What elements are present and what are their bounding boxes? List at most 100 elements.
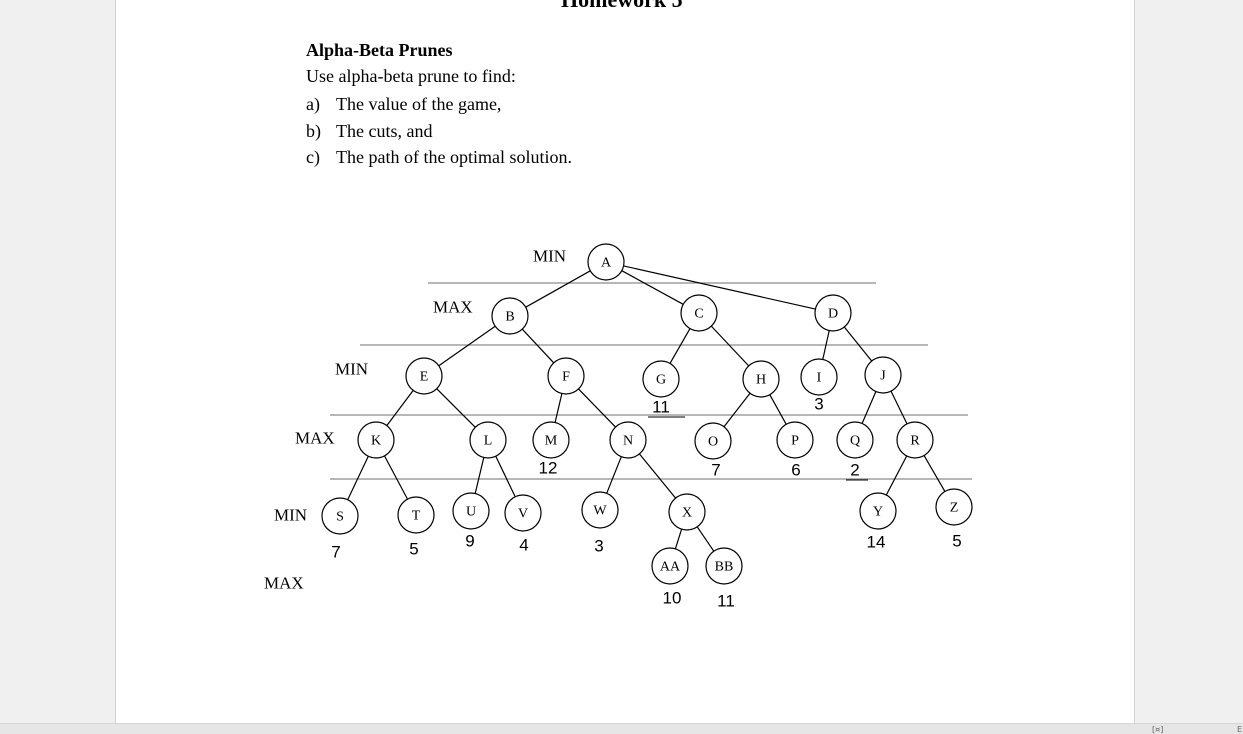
task-marker: a) — [306, 94, 320, 114]
leaf-value-q: 2 — [850, 461, 859, 480]
level-label-min: MIN — [533, 247, 566, 266]
tree-edge-k-t — [383, 455, 409, 500]
level-label-min: MIN — [335, 360, 368, 379]
tree-node-c: C — [680, 294, 718, 332]
status-bar — [0, 723, 1243, 734]
tree-node-h: H — [742, 360, 780, 398]
leaf-value-u: 9 — [465, 532, 474, 551]
tree-node-bb: BB — [705, 547, 743, 585]
tree-node-i: I — [800, 358, 838, 396]
tree-node-b: B — [491, 297, 529, 335]
tree-edge-c-g — [669, 328, 691, 364]
question-prompt: Use alpha-beta prune to find: — [306, 66, 516, 86]
node-circle — [357, 421, 395, 459]
node-label: Q — [850, 434, 860, 449]
node-label: K — [371, 434, 381, 449]
task-text: The path of the optimal solution. — [336, 147, 572, 167]
node-circle — [705, 547, 743, 585]
leaf-value-z: 5 — [952, 532, 961, 551]
leaf-value-s: 7 — [331, 543, 340, 562]
node-circle — [651, 547, 689, 585]
tree-node-q: Q — [836, 421, 874, 459]
node-label: H — [756, 373, 766, 388]
tree-edge-f-n — [578, 388, 616, 428]
leaf-value-y: 14 — [867, 533, 886, 552]
tree-node-m: M — [532, 421, 570, 459]
node-circle — [397, 496, 435, 534]
node-label: D — [828, 307, 838, 322]
node-label: B — [505, 310, 514, 325]
node-label: J — [880, 369, 886, 384]
node-circle — [694, 422, 732, 460]
leaf-value-w: 3 — [594, 537, 603, 556]
node-label: M — [545, 434, 558, 449]
node-circle — [859, 492, 897, 530]
node-label: E — [420, 370, 429, 385]
node-circle — [896, 421, 934, 459]
tree-edge-x-bb — [696, 526, 715, 552]
leaf-value-i: 3 — [814, 395, 823, 414]
tree-node-z: Z — [935, 488, 973, 526]
tree-edge-h-p — [769, 394, 787, 425]
node-label: T — [412, 509, 421, 524]
tree-edge-f-m — [554, 393, 563, 423]
node-circle — [532, 421, 570, 459]
tree-node-r: R — [896, 421, 934, 459]
leaf-value-bb: 11 — [717, 592, 735, 611]
node-label: BB — [715, 560, 734, 575]
tree-node-a: A — [587, 243, 625, 281]
tree-edge-n-w — [606, 456, 622, 494]
tree-node-s: S — [321, 497, 359, 535]
page-heading: Homework 5 — [561, 0, 683, 13]
tree-node-d: D — [814, 294, 852, 332]
node-label: N — [623, 434, 633, 449]
level-label-max: MAX — [295, 429, 335, 448]
tree-edge-l-v — [495, 455, 516, 498]
tree-edge-c-h — [710, 325, 750, 367]
tree-edge-l-u — [474, 457, 485, 494]
task-item-c: c)The path of the optimal solution. — [306, 146, 572, 173]
tree-node-aa: AA — [651, 547, 689, 585]
tree-edge-d-i — [822, 330, 830, 360]
level-label-min: MIN — [274, 506, 307, 525]
node-label: C — [694, 307, 703, 322]
task-text: The value of the game, — [336, 94, 502, 114]
tree-edges — [347, 265, 946, 552]
node-circle — [864, 356, 902, 394]
node-circle — [547, 357, 585, 395]
node-circle — [609, 421, 647, 459]
tree-node-o: O — [694, 422, 732, 460]
tree-edge-a-b — [525, 270, 591, 308]
node-label: G — [656, 373, 666, 388]
tree-edge-j-r — [890, 390, 908, 425]
node-label: R — [910, 434, 920, 449]
node-circle — [405, 357, 443, 395]
tree-node-k: K — [357, 421, 395, 459]
tree-edge-b-f — [521, 328, 555, 364]
node-label: I — [817, 371, 822, 386]
tree-node-f: F — [547, 357, 585, 395]
tree-edge-r-y — [885, 455, 908, 496]
node-label: Y — [873, 505, 883, 520]
section-title: Alpha-Beta Prunes — [306, 40, 453, 60]
tree-node-w: W — [581, 491, 619, 529]
task-item-a: a) The value of the game, — [306, 93, 572, 120]
node-label: AA — [660, 560, 681, 575]
tree-edge-e-l — [436, 388, 476, 428]
task-item-b: b)The cuts, and — [306, 120, 572, 147]
tree-edge-b-e — [438, 325, 496, 367]
status-right-glyph: E — [1237, 725, 1243, 734]
node-circle — [668, 493, 706, 531]
node-circle — [814, 294, 852, 332]
tree-edge-e-k — [386, 390, 414, 426]
node-circle — [680, 294, 718, 332]
leaf-value-p: 6 — [791, 461, 800, 480]
tree-node-g: G — [642, 360, 680, 398]
leaf-value-t: 5 — [409, 540, 418, 559]
node-label: F — [562, 370, 570, 385]
task-list: a) The value of the game, b)The cuts, and… — [306, 93, 572, 173]
node-circle — [836, 421, 874, 459]
